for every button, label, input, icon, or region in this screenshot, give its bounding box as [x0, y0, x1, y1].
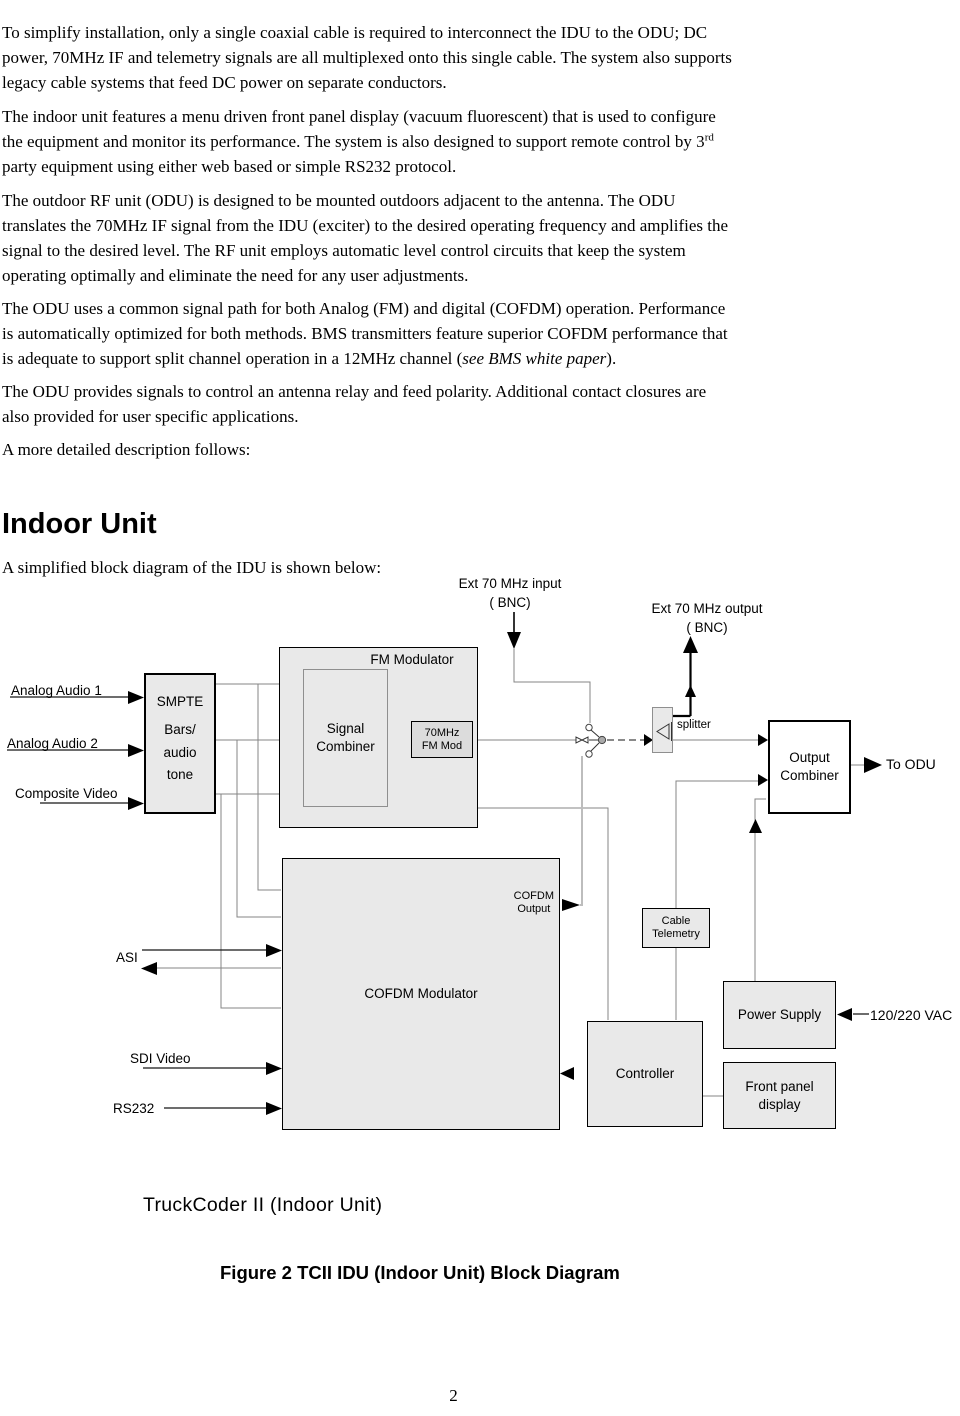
paragraph-7: A simplified block diagram of the IDU is…: [2, 558, 382, 577]
cofdm-output-label: COFDM Output: [513, 890, 554, 915]
paragraph-2: The indoor unit features a menu driven f…: [2, 104, 914, 179]
front-panel-display-box: Front panel display: [723, 1062, 836, 1129]
cable-telemetry-box: Cable Telemetry: [642, 908, 710, 948]
paragraph-5: The ODU provides signals to control an a…: [2, 382, 707, 426]
paragraph-6: A more detailed description follows:: [2, 440, 251, 459]
diagram-title: TruckCoder II (Indoor Unit): [143, 1194, 383, 1216]
smpte-box-title: SMPTE: [156, 694, 204, 709]
asi-label: ASI: [116, 950, 138, 965]
ext-70mhz-output-label: Ext 70 MHz output ( BNC): [651, 601, 763, 635]
figure-caption: Figure 2 TCII IDU (Indoor Unit) Block Di…: [220, 1262, 620, 1283]
controller-box: Controller: [587, 1021, 703, 1127]
fm-modulator-label: FM Modulator: [370, 652, 454, 667]
paragraph-4-italic: see BMS white paper: [462, 349, 607, 368]
section-heading: Indoor Unit: [2, 508, 157, 541]
composite-video-label: Composite Video: [15, 786, 118, 801]
paragraph-1: To simplify installation, only a single …: [2, 23, 732, 92]
analog-audio-1-label: Analog Audio 1: [11, 683, 102, 698]
ext-output-wire: [672, 652, 692, 718]
paragraph-4-text: The ODU uses a common signal path for bo…: [2, 299, 728, 368]
analog-audio-2-label: Analog Audio 2: [7, 736, 98, 751]
paragraph-2-text: The indoor unit features a menu driven f…: [2, 107, 716, 151]
smpte-generator-box: [144, 673, 216, 814]
fm-mod-70mhz-box: 70MHz FM Mod: [411, 721, 473, 758]
cofdm-to-switch-wire: [580, 756, 583, 906]
splitter-icon: [656, 722, 672, 741]
output-combiner-box: Output Combiner: [768, 720, 851, 814]
vac-label: 120/220 VAC: [870, 1007, 953, 1023]
arrowheads: [128, 632, 882, 1115]
splitter-box: [652, 707, 673, 753]
gray-wires: [157, 649, 864, 1097]
switch-wiper-links: [589, 729, 600, 752]
ext-70mhz-input-label: Ext 70 MHz input ( BNC): [458, 576, 562, 610]
power-supply-box: Power Supply: [723, 981, 836, 1049]
switch-symbol: [575, 723, 607, 758]
signal-combiner-box: Signal Combiner: [303, 669, 388, 807]
splitter-label: splitter: [677, 719, 711, 731]
paragraph-4: The ODU uses a common signal path for bo…: [2, 296, 914, 371]
paragraph-4-close: ).: [606, 349, 617, 368]
to-odu-label: To ODU: [886, 756, 936, 772]
cofdm-modulator-box: COFDM Modulator COFDM Output: [282, 858, 560, 1130]
sdi-video-label: SDI Video: [130, 1051, 191, 1066]
smpte-box-subtitle: Bars/ audio tone: [163, 722, 197, 782]
cofdm-modulator-label: COFDM Modulator: [364, 986, 478, 1001]
page-number: 2: [449, 1386, 458, 1405]
superscript-rd: rd: [704, 131, 714, 144]
paragraph-3: The outdoor RF unit (ODU) is designed to…: [2, 191, 729, 285]
paragraph-2-cont: party equipment using either web based o…: [2, 157, 457, 176]
rs232-label: RS232: [113, 1101, 155, 1116]
